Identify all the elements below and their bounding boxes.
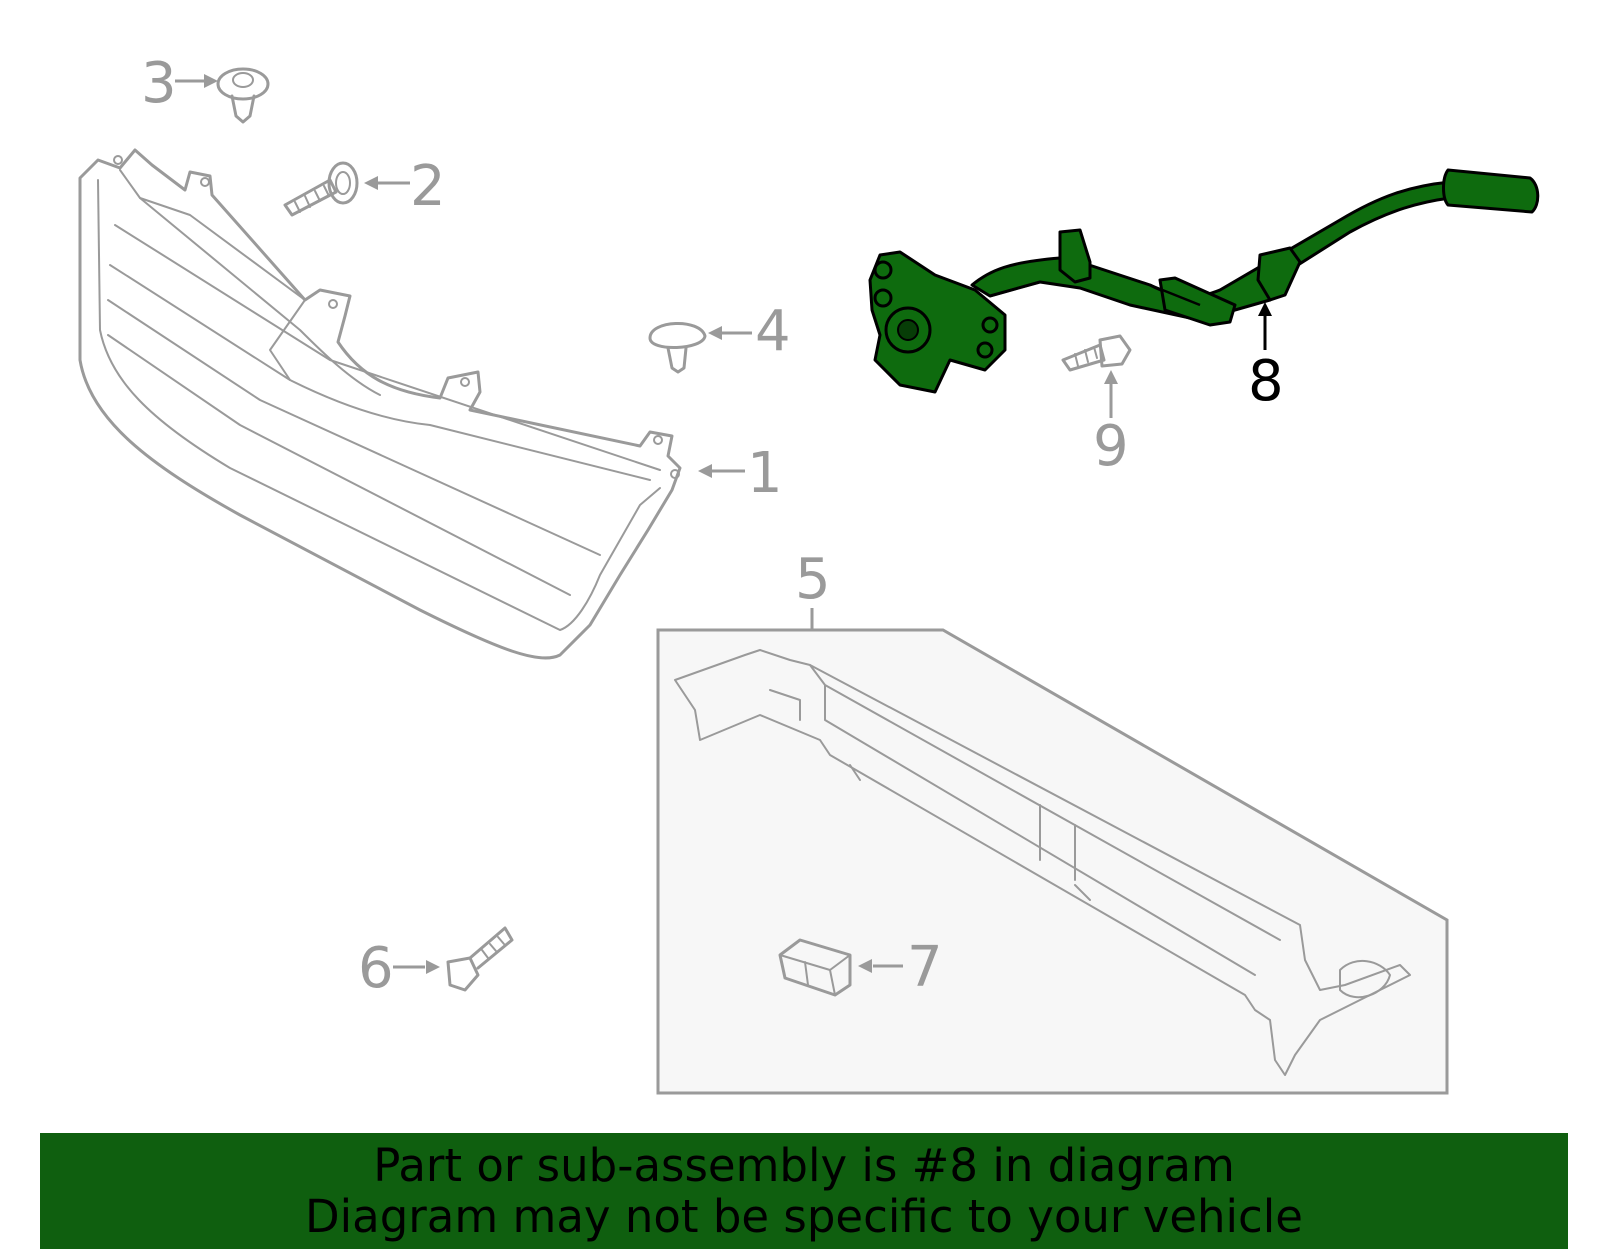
part-9-screw[interactable]: [1061, 334, 1132, 372]
part-7-connector[interactable]: [778, 938, 852, 997]
info-banner: Part or sub-assembly is #8 in diagram Di…: [40, 1133, 1568, 1249]
part-1-grille[interactable]: [78, 148, 682, 660]
callout-4: 4: [755, 299, 791, 364]
part-5-support[interactable]: [656, 628, 1449, 1095]
callout-6: 6: [358, 936, 394, 1001]
part-3-clip[interactable]: [216, 67, 270, 124]
callout-3: 3: [141, 51, 177, 116]
callout-9: 9: [1093, 414, 1129, 479]
parts-diagram: 3 2 4 1 5 6 7 8 9: [78, 51, 1540, 1095]
callout-labels: 3 2 4 1 5 6 7 8 9: [141, 51, 1284, 1001]
banner-line-1: Part or sub-assembly is #8 in diagram: [373, 1139, 1235, 1192]
part-4-retainer[interactable]: [648, 322, 707, 374]
callout-2: 2: [410, 154, 446, 219]
part-5-bracket-box: [656, 628, 1449, 1095]
banner-line-2: Diagram may not be specific to your vehi…: [305, 1190, 1303, 1243]
part-8-highlighted[interactable]: [868, 168, 1540, 394]
callout-7: 7: [907, 935, 943, 1000]
leader-lines: [175, 74, 1272, 974]
callout-8: 8: [1248, 349, 1284, 414]
callout-1: 1: [747, 441, 783, 506]
part-2-screw[interactable]: [283, 161, 359, 217]
part-6-bolt[interactable]: [446, 926, 514, 992]
callout-5: 5: [795, 547, 831, 612]
